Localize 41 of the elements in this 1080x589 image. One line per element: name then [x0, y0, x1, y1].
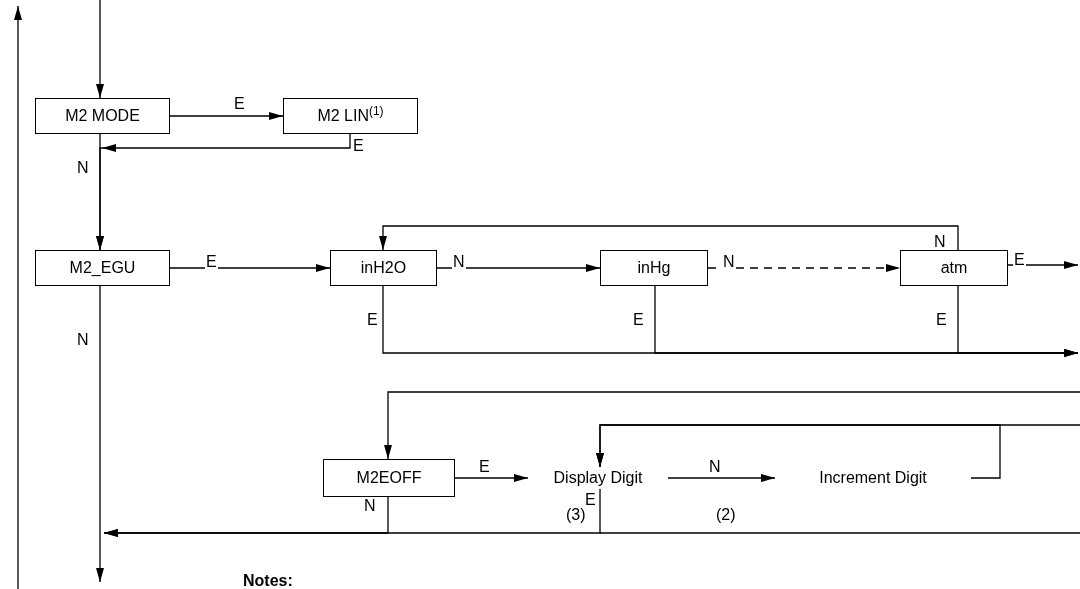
state-box: M2 MODE [35, 98, 170, 134]
arrow [384, 391, 1080, 460]
edge-label: N [363, 498, 377, 514]
state-box: inH2O [330, 250, 437, 286]
edge-label: E [632, 312, 645, 328]
arrow [957, 285, 1079, 357]
edge-label: N [76, 160, 90, 176]
arrow [1007, 261, 1079, 269]
edge-label: E [233, 96, 246, 112]
arrow [96, 285, 104, 583]
edge-label: E [1013, 252, 1026, 268]
edge-label: N [933, 234, 947, 250]
edge-label: E [935, 312, 948, 328]
edge-label: N [708, 459, 722, 475]
arrow [436, 264, 601, 272]
arrow [96, 133, 351, 251]
edge-label: N [722, 254, 736, 270]
arrow [454, 474, 529, 482]
state-box: inHg [600, 250, 708, 286]
edge-label: N [76, 332, 90, 348]
state-box: M2 LIN$^{(1)}$ [283, 98, 418, 134]
arrow [169, 264, 331, 272]
notes-heading: Notes: [243, 573, 293, 589]
edge-label: E [478, 459, 491, 475]
state-box: atm [900, 250, 1008, 286]
edge-label: E [205, 254, 218, 270]
edge-label: E [584, 492, 597, 508]
arrow [667, 474, 776, 482]
arrow [103, 488, 601, 537]
edge-label: E [366, 312, 379, 328]
state-box: M2_EGU [35, 250, 170, 286]
edge-label: N [452, 254, 466, 270]
edge-label: E [352, 138, 365, 154]
footnote-number: (2) [716, 507, 736, 523]
arrow [596, 424, 1080, 468]
arrow [379, 225, 959, 251]
arrow [96, 0, 104, 99]
footnote-number: (3) [566, 507, 586, 523]
state-box: M2EOFF [323, 459, 455, 497]
arrow [169, 112, 284, 120]
arrow [707, 264, 901, 272]
